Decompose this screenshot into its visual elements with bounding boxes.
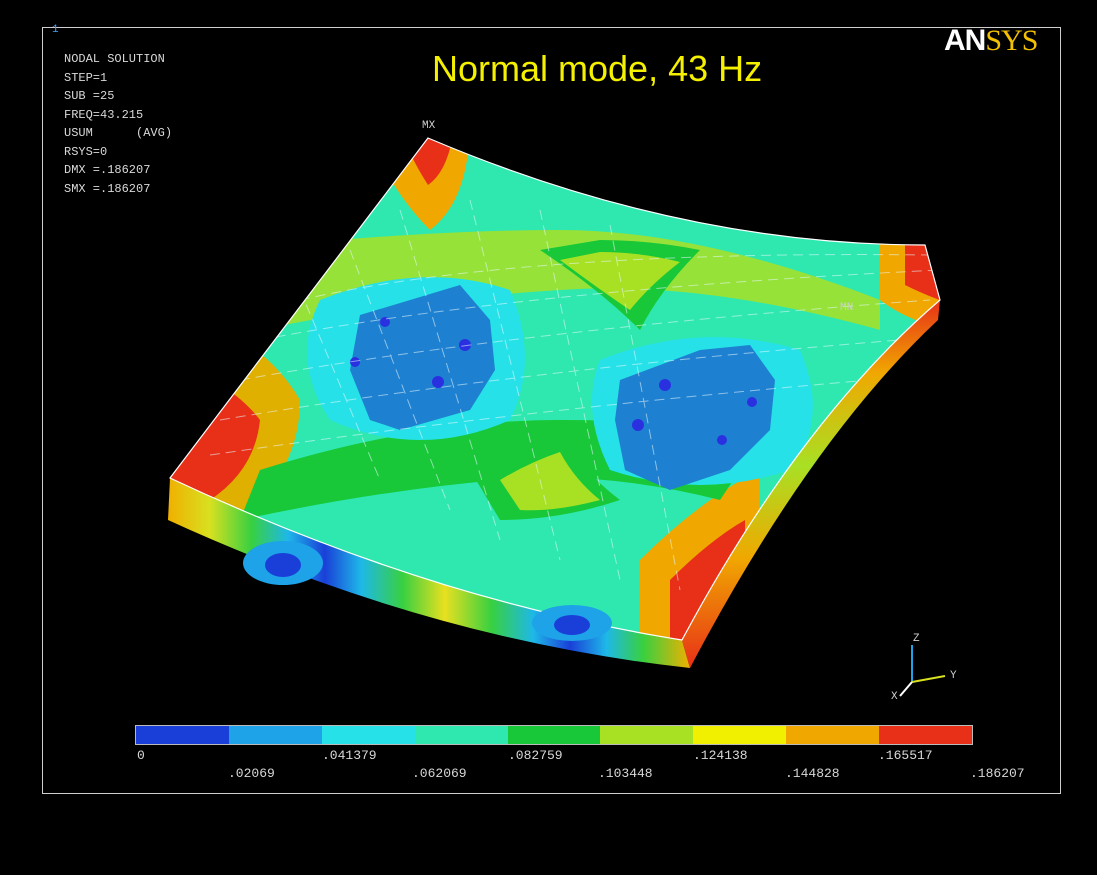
min-marker: MN (840, 302, 854, 314)
legend-label: .103448 (598, 766, 653, 781)
plate-outline (169, 137, 941, 641)
legend-swatch-7 (693, 726, 787, 744)
ansys-logo: ANSYS (944, 24, 1038, 58)
legend-swatch-3 (321, 726, 415, 744)
info-line-smx: SMX =.186207 (64, 181, 151, 196)
legend-label: .165517 (878, 748, 933, 763)
legend-label: .082759 (508, 748, 563, 763)
legend-label: .144828 (785, 766, 840, 781)
legend-label: .186207 (970, 766, 1025, 781)
axis-x-label: X (891, 691, 898, 703)
axis-y-label: Y (950, 670, 957, 682)
info-line-usum: USUM (AVG) (64, 126, 173, 140)
axis-triad: Z Y X (891, 633, 957, 703)
info-line-dmx: DMX =.186207 (64, 163, 151, 177)
info-line-rsys: RSYS=0 (64, 144, 108, 159)
legend-label: 0 (137, 748, 145, 763)
logo-part-sys: SYS (985, 24, 1038, 57)
legend-swatch-5 (507, 726, 601, 744)
front-edge-spot-core-1 (265, 553, 301, 577)
front-edge-spot-core-2 (554, 615, 590, 635)
graphics-window-frame (42, 27, 1061, 794)
legend-label: .02069 (228, 766, 275, 781)
legend-label: .062069 (412, 766, 467, 781)
legend-swatch-1 (136, 726, 229, 744)
legend-swatch-6 (600, 726, 694, 744)
solution-info-block: NODAL SOLUTION STEP=1 SUB =25 FREQ=43.21… (64, 50, 172, 198)
plate-right-edge (682, 300, 940, 668)
logo-part-an: AN (944, 24, 986, 57)
legend-swatch-2 (228, 726, 322, 744)
axis-z-label: Z (913, 633, 920, 645)
contour-legend-bar (135, 725, 973, 745)
window-number: 1 (52, 24, 59, 36)
legend-swatch-8 (786, 726, 880, 744)
slide-title: Normal mode, 43 Hz (432, 48, 763, 89)
info-line-label: NODAL SOLUTION (64, 52, 165, 66)
info-line-freq: FREQ=43.215 (64, 107, 144, 122)
legend-swatch-9 (879, 726, 973, 744)
legend-label: .041379 (322, 748, 377, 763)
legend-label: .124138 (693, 748, 748, 763)
legend-swatch-4 (414, 726, 508, 744)
info-line-sub: SUB =25 (64, 89, 115, 103)
max-marker: MX (422, 120, 436, 132)
info-line-step: STEP=1 (64, 70, 108, 85)
